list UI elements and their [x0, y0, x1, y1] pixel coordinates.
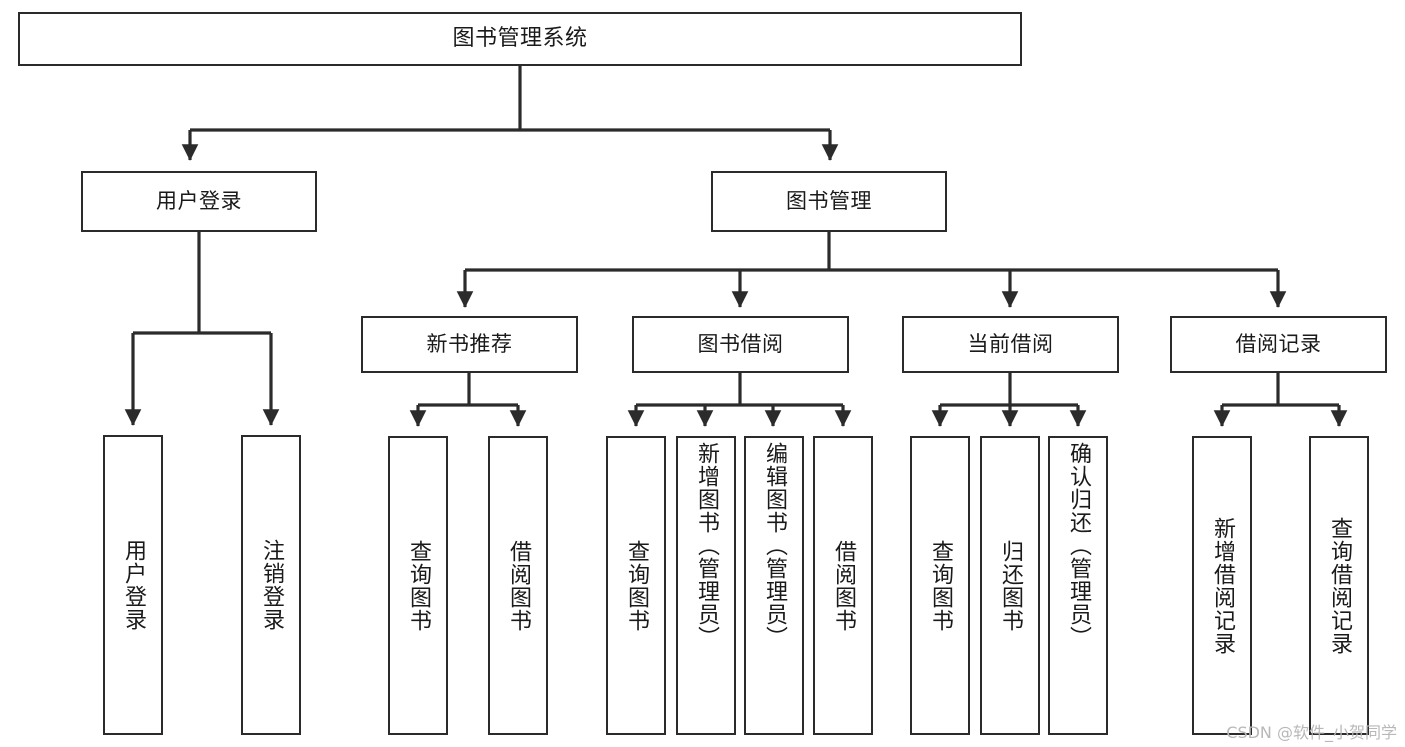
node-user-login-label: 用户登录 — [156, 189, 242, 213]
node-leaf-logout-login[interactable]: 注销登录 — [241, 435, 301, 735]
node-leaf-add-book-label: 新增图书（管理员） — [693, 442, 719, 649]
node-leaf-borrow-book-2-label: 借阅图书 — [830, 539, 856, 632]
node-leaf-query-book-2-label: 查询图书 — [623, 539, 649, 632]
node-leaf-confirm-return-label: 确认归还（管理员） — [1065, 442, 1091, 649]
node-leaf-user-login-label: 用户登录 — [120, 539, 146, 631]
node-leaf-query-book-3[interactable]: 查询图书 — [910, 436, 970, 735]
node-leaf-edit-book[interactable]: 编辑图书（管理员） — [744, 436, 804, 735]
node-new-book-recommend[interactable]: 新书推荐 — [361, 316, 578, 373]
node-leaf-add-book[interactable]: 新增图书（管理员） — [676, 436, 736, 735]
node-leaf-return-book-label: 归还图书 — [997, 539, 1023, 632]
node-book-manage[interactable]: 图书管理 — [711, 171, 947, 232]
node-new-book-recommend-label: 新书推荐 — [426, 332, 513, 356]
node-leaf-logout-login-label: 注销登录 — [258, 539, 284, 631]
node-leaf-add-record-label: 新增借阅记录 — [1209, 516, 1235, 655]
node-book-borrow-label: 图书借阅 — [697, 332, 784, 356]
node-leaf-query-record-label: 查询借阅记录 — [1326, 516, 1352, 655]
node-leaf-query-book-1[interactable]: 查询图书 — [388, 436, 448, 735]
node-leaf-query-book-3-label: 查询图书 — [927, 539, 953, 632]
node-leaf-borrow-book-2[interactable]: 借阅图书 — [813, 436, 873, 735]
node-book-manage-label: 图书管理 — [786, 189, 872, 213]
node-leaf-query-record[interactable]: 查询借阅记录 — [1309, 436, 1369, 735]
node-borrow-record-label: 借阅记录 — [1235, 332, 1322, 356]
node-leaf-return-book[interactable]: 归还图书 — [980, 436, 1040, 735]
csdn-watermark: CSDN @软件_小贺同学 — [1226, 723, 1397, 742]
node-leaf-confirm-return[interactable]: 确认归还（管理员） — [1048, 436, 1108, 735]
node-borrow-record[interactable]: 借阅记录 — [1170, 316, 1387, 373]
node-current-borrow[interactable]: 当前借阅 — [902, 316, 1119, 373]
node-book-borrow[interactable]: 图书借阅 — [632, 316, 849, 373]
node-leaf-user-login[interactable]: 用户登录 — [103, 435, 163, 735]
node-leaf-edit-book-label: 编辑图书（管理员） — [761, 442, 787, 649]
node-current-borrow-label: 当前借阅 — [967, 332, 1054, 356]
node-leaf-borrow-book-1[interactable]: 借阅图书 — [488, 436, 548, 735]
node-leaf-borrow-book-1-label: 借阅图书 — [505, 539, 531, 632]
node-root[interactable]: 图书管理系统 — [18, 12, 1022, 66]
node-leaf-query-book-2[interactable]: 查询图书 — [606, 436, 666, 735]
node-leaf-add-record[interactable]: 新增借阅记录 — [1192, 436, 1252, 735]
node-root-label: 图书管理系统 — [452, 26, 588, 51]
node-user-login[interactable]: 用户登录 — [81, 171, 317, 232]
node-leaf-query-book-1-label: 查询图书 — [405, 539, 431, 632]
